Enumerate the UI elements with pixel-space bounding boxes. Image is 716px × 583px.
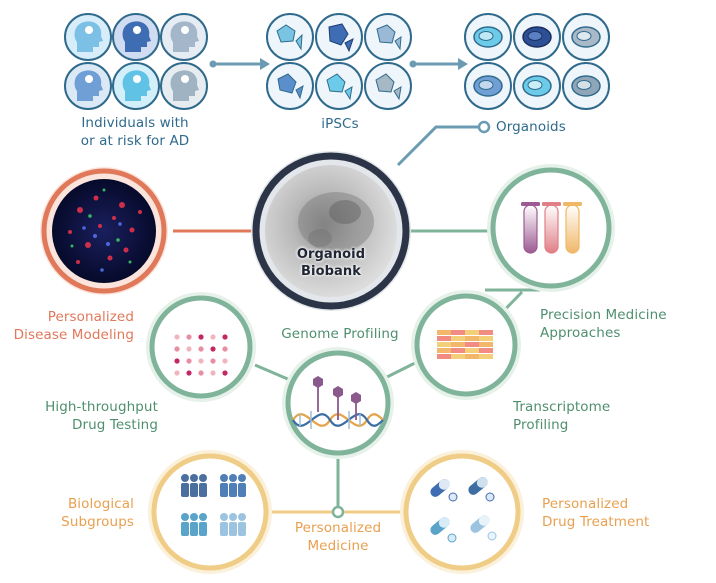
individuals-group: [64, 13, 208, 110]
individuals-label-line2: or at risk for AD: [80, 133, 190, 149]
test-tubes-icon: [521, 202, 582, 254]
drug-treatment-label-line2: Drug Treatment: [542, 514, 650, 530]
personalized-medicine-label-line1: Personalized: [294, 520, 382, 536]
organoid-icon: [513, 13, 561, 61]
stem-cell-icon: [266, 62, 314, 110]
drug-testing-node: [146, 292, 256, 402]
biobank-label-line1: Organoid: [296, 247, 366, 262]
transcriptome-node: [411, 290, 521, 400]
organoids-label: Organoids: [496, 119, 566, 135]
drug-treatment-label-line1: Personalized: [542, 496, 629, 512]
genome-profiling-label: Genome Profiling: [281, 326, 399, 342]
disease-modeling-node: [40, 167, 168, 295]
stem-cell-icon: [315, 13, 363, 61]
biobank-label-line2: Biobank: [301, 264, 361, 279]
dna-helix-icon: [292, 376, 384, 429]
head-silhouette-icon: [112, 62, 160, 110]
subgroups-label-line1: Biological: [67, 496, 134, 512]
drug-treatment-node: [400, 450, 524, 574]
transcriptome-label-line1: Transcriptome: [513, 399, 611, 415]
precision-medicine-label-line2: Approaches: [540, 325, 621, 341]
organoid-icon: [464, 13, 512, 61]
biobank-label: Organoid Biobank: [281, 246, 381, 280]
stem-cell-icon: [364, 13, 412, 61]
disease-modeling-label-line2: Disease Modeling: [13, 327, 134, 343]
organoids-group: [464, 13, 610, 110]
people-groups-icon: [181, 474, 246, 536]
disease-modeling-label-line1: Personalized: [47, 309, 134, 325]
drug-testing-label: High-throughput Drug Testing: [0, 398, 158, 434]
ipscs-group: [266, 13, 412, 110]
individuals-label-line1: Individuals with: [81, 115, 189, 131]
precision-medicine-node: [487, 164, 615, 292]
organoid-micrograph-icon: [265, 165, 397, 297]
genome-profiling-node: [282, 347, 394, 459]
stem-cell-icon: [266, 13, 314, 61]
drug-testing-label-line1: High-throughput: [45, 399, 158, 415]
precision-medicine-label: Precision Medicine Approaches: [540, 306, 710, 342]
head-silhouette-icon: [64, 13, 112, 61]
organoid-icon: [562, 13, 610, 61]
drug-testing-label-line2: Drug Testing: [71, 417, 158, 433]
organoid-icon: [464, 62, 512, 110]
organoid-biobank-node: [251, 151, 411, 311]
drug-treatment-label: Personalized Drug Treatment: [542, 495, 712, 531]
head-silhouette-icon: [112, 13, 160, 61]
pills-icon: [430, 477, 497, 543]
microscopy-image-icon: [52, 179, 156, 283]
disease-modeling-label: Personalized Disease Modeling: [0, 308, 134, 344]
organoid-icon: [513, 62, 561, 110]
individuals-label: Individuals with or at risk for AD: [60, 114, 210, 150]
heatmap-icon: [437, 330, 493, 359]
head-silhouette-icon: [160, 62, 208, 110]
organoid-icon: [562, 62, 610, 110]
precision-medicine-label-line1: Precision Medicine: [540, 307, 667, 323]
subgroups-label-line2: Subgroups: [61, 514, 134, 530]
ipscs-label: iPSCs: [321, 116, 359, 132]
stem-cell-icon: [364, 62, 412, 110]
transcriptome-label: Transcriptome Profiling: [513, 398, 653, 434]
subgroups-label: Biological Subgroups: [30, 495, 134, 531]
head-silhouette-icon: [160, 13, 208, 61]
head-silhouette-icon: [64, 62, 112, 110]
dot-array-icon: [174, 334, 228, 376]
microscopy-cells: [68, 195, 142, 264]
connectors: [173, 58, 540, 519]
stem-cell-icon: [315, 62, 363, 110]
transcriptome-label-line2: Profiling: [513, 417, 569, 433]
personalized-medicine-label-line2: Medicine: [307, 538, 369, 554]
subgroups-node: [148, 450, 272, 574]
personalized-medicine-label: Personalized Medicine: [278, 519, 398, 555]
